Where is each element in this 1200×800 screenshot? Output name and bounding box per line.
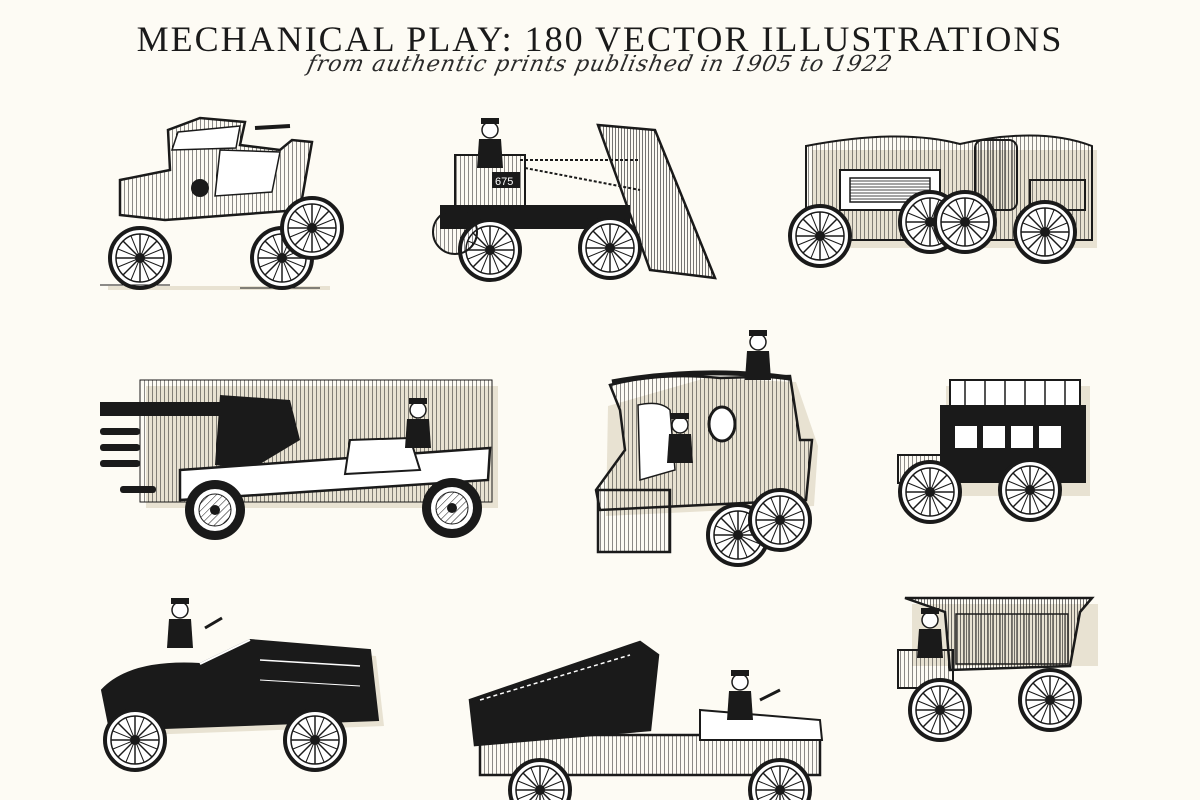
toy-cannon-truck-illustration: [100, 379, 498, 541]
toy-runabout-car-illustration: [100, 116, 344, 290]
page-title: MECHANICAL PLAY: 180 VECTOR ILLUSTRATION…: [136, 19, 1064, 59]
toy-dump-truck-illustration: [468, 640, 824, 800]
toy-double-decker-bus-illustration: [897, 379, 1090, 524]
toy-delivery-van-illustration: [897, 596, 1098, 742]
svg-text:675: 675: [495, 176, 513, 188]
toy-steam-cab-illustration: [594, 329, 818, 567]
toy-fire-engine-illustration: [788, 134, 1097, 268]
toy-roadster-illustration: [100, 597, 384, 772]
toy-plow-truck-illustration: 675: [432, 117, 717, 282]
